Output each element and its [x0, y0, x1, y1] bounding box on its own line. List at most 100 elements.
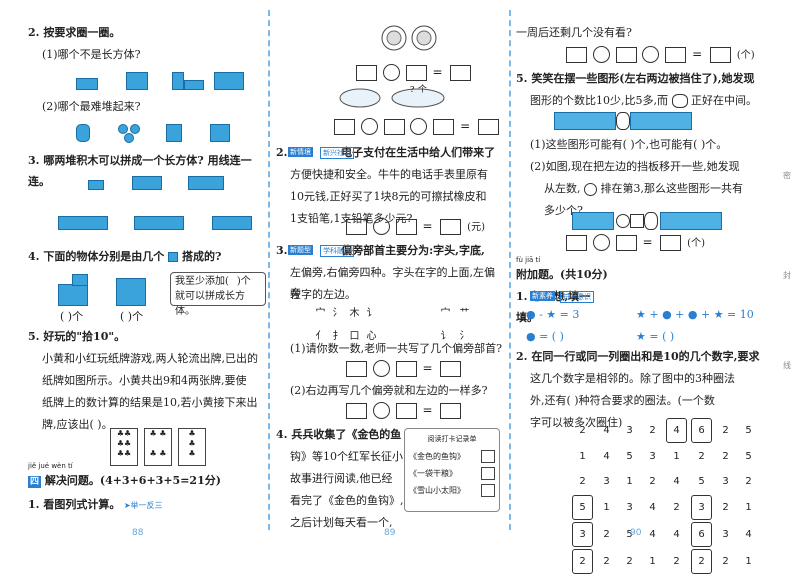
q4-line1: 4. 兵兵收集了《金色的鱼 — [276, 428, 402, 441]
q3a-text: (1)请你数一数,老师一共写了几个偏旁部首? — [290, 342, 502, 355]
q3-line3: 在字的左边。 — [290, 288, 356, 301]
q3-line1: 新题型 学科融合 3. 偏旁部首主要分为:字头,字底, — [276, 244, 485, 257]
q3-blocks — [58, 176, 268, 236]
card-item-1: 《金色的鱼钩》 — [409, 448, 495, 465]
society-tag: 新兴社会 — [320, 147, 354, 159]
q2b-shapes — [76, 122, 276, 146]
e2-line3: 外,还有( )种符合要求的圈法。(一个数 — [530, 394, 715, 407]
q4-line5: 之后计划每天看一个, — [290, 516, 393, 529]
column-divider-left — [268, 10, 270, 530]
q2a-shapes — [76, 72, 276, 96]
example-link[interactable]: ➤举一反三 — [123, 501, 163, 510]
e2-line1: 2. 在同一行或同一列圈出和是10的几个数字,要求 — [516, 350, 760, 363]
q4-blank-2[interactable]: ( )个 — [120, 310, 144, 323]
q2b-text: (2)哪个最难堆起来? — [42, 100, 141, 113]
new-context-tag: 新情境 — [288, 147, 313, 157]
q4-title-tail: 搭成的? — [182, 250, 222, 263]
subject-tag: 学科融合 — [320, 245, 354, 257]
radicals-right-grid: 宀艹 讠氵 — [440, 308, 470, 342]
column-page-90: 一周后还剩几个没有看? = (个) 5. 笑笑在摆一些图形(左右两边被挡住了),… — [516, 0, 774, 574]
svg-text:?: ? — [410, 85, 414, 94]
q5b-line1: (2)如图,现在把左边的挡板移开一些,她发现 — [530, 160, 740, 173]
seal-label-3: 线 — [783, 361, 791, 370]
plates-illustration — [380, 22, 440, 58]
q2-line2: 方便快捷和安全。牛牛的电话手表里原有 — [290, 168, 488, 181]
q5a-text: (1)这些图形可能有( )个,也可能有( )个。 — [530, 138, 728, 151]
card-item-2: 《一袋干粮》 — [409, 465, 495, 482]
q5b-line2: 从左数, 排在第3,那么这些图形一共有 — [544, 182, 743, 196]
extra-pinyin: fù jiā tí — [516, 256, 541, 264]
q5-line1: 5. 笑笑在摆一些图形(左右两边被挡住了),她发现 — [516, 72, 755, 85]
equation-row-1: = — [356, 62, 472, 83]
q3b-text: (2)右边再写几个偏旁就和左边的一样多? — [290, 384, 488, 397]
reading-checkin-card: 阅读打卡记录单 《金色的鱼钩》 《一袋干粮》 《雪山小太阳》 — [404, 428, 500, 512]
q3-line2: 左偏旁,右偏旁四种。字头在字的上面,左偏旁 — [290, 266, 495, 300]
q5-title: 5. 好玩的"拾10"。 — [28, 330, 126, 343]
q3-title: 3. 哪两堆积木可以拼成一个长方体? 用线连一连。 — [28, 154, 252, 188]
circle-shape-icon — [584, 182, 597, 196]
e2-line4: 字可以被多次圈住) — [530, 416, 623, 429]
q4-blank-1[interactable]: ( )个 — [60, 310, 84, 323]
page-number-88: 88 — [132, 528, 144, 538]
q5-line2: 纸牌如图所示。小黄共出9和4两张牌,要使 — [42, 374, 247, 387]
section-number-badge: 四 — [28, 476, 42, 488]
symbol-sense-tag: 符号意识 — [560, 291, 594, 303]
q4-title: 4. 下面的物体分别是由几个 搭成的? — [28, 246, 221, 267]
q5-line4: 牌,应该出( )。 — [42, 418, 113, 431]
cube-icon — [168, 252, 179, 262]
top-text: 一周后还剩几个没有看? — [516, 26, 632, 39]
q2a-text: (1)哪个不是长方体? — [42, 48, 141, 61]
q5-shapes-row-1 — [554, 112, 734, 130]
q4-line3: 故事进行阅读,他已经 — [290, 472, 393, 485]
e1-equation-1: ● - ★ = 3 — [526, 308, 580, 321]
e1-answer-circle[interactable]: ● = ( ) — [526, 330, 564, 343]
card-clubs-4: ♣ ♣♣ ♣ — [144, 428, 172, 466]
plates-icon — [381, 25, 437, 51]
column-divider-right — [509, 10, 511, 530]
seal-label-1: 密 — [783, 171, 791, 180]
new-literacy-tag: 新素养 — [530, 291, 555, 301]
q5-line1: 小黄和小红玩纸牌游戏,两人轮流出牌,已出的 — [42, 352, 258, 365]
s1-line: 1. 看图列式计算。 ➤举一反三 — [28, 498, 163, 511]
fish-label: 个 — [418, 85, 428, 95]
e2-line2: 这几个数字是相邻的。除了图中的3种圈法 — [530, 372, 735, 385]
section-4-heading: 四 解决问题。(4+3+6+3+5=21分) — [28, 470, 221, 491]
q4-speech-bubble: 我至少添加()个 就可以拼成长方体。 — [170, 272, 266, 317]
q5-equation: = (个) — [566, 232, 705, 254]
q2-title: 2. 按要求圈一圈。 — [28, 26, 121, 39]
section-title: 解决问题。(4+3+6+3+5=21分) — [44, 474, 221, 487]
e1-answer-star[interactable]: ★ = ( ) — [636, 330, 675, 343]
q4-line2: 钩》等10个红军长征小 — [290, 450, 403, 463]
card-clubs-3: ♣♣♣ — [178, 428, 206, 466]
fish-illustration: ? 个 — [338, 84, 448, 110]
section-pinyin: jiě jué wèn tí — [28, 462, 73, 470]
q5-line2: 图形的个数比10少,比5多,而 正好在中间。 — [530, 94, 757, 108]
top-equation: = (个) — [566, 44, 755, 66]
q3b-equation: = — [346, 400, 462, 421]
q4-stack-2 — [116, 272, 156, 312]
q4-line4: 看完了《金色的鱼钩》, — [290, 494, 404, 507]
page-number-90: 90 — [630, 528, 642, 538]
q2-equation: = (元) — [346, 216, 485, 238]
card-clubs-9: ♣♣♣♣♣♣ — [110, 428, 138, 466]
q2-line3: 10元钱,正好买了1块8元的可擦拭橡皮和 — [290, 190, 487, 203]
q3a-equation: = — [346, 358, 462, 379]
equation-row-2: = — [334, 116, 499, 137]
q5-cards: ♣♣♣♣♣♣ ♣ ♣♣ ♣ ♣♣♣ — [110, 428, 230, 468]
page-number-89: 89 — [384, 528, 396, 538]
card-item-3: 《雪山小太阳》 — [409, 482, 495, 499]
extra-title: 附加题。(共10分) — [516, 268, 608, 281]
new-type-tag: 新题型 — [288, 245, 313, 255]
card-title: 阅读打卡记录单 — [427, 435, 477, 443]
radicals-left-grid: 宀氵木讠 亻扌口心 — [315, 308, 377, 342]
seal-label-2: 封 — [783, 271, 791, 280]
e1-equation-2: ★ + ● + ● + ★ = 10 — [636, 308, 754, 321]
q4-stack-1 — [58, 272, 138, 312]
column-page-88: 2. 按要求圈一圈。 (1)哪个不是长方体? (2)哪个最难堆起来? 3. 哪两… — [28, 0, 266, 544]
fish-picture-icon: ? — [339, 85, 445, 108]
q2-line1: 新情境 新兴社会 2. 电子支付在生活中给人们带来了 — [276, 146, 496, 159]
q4-title-text: 4. 下面的物体分别是由几个 — [28, 250, 165, 263]
column-page-89: = ? 个 = 新情境 新兴社会 2. 电子支付在生活中给人们带来了 方便快捷和… — [276, 0, 502, 544]
cylinder-icon — [671, 94, 688, 108]
